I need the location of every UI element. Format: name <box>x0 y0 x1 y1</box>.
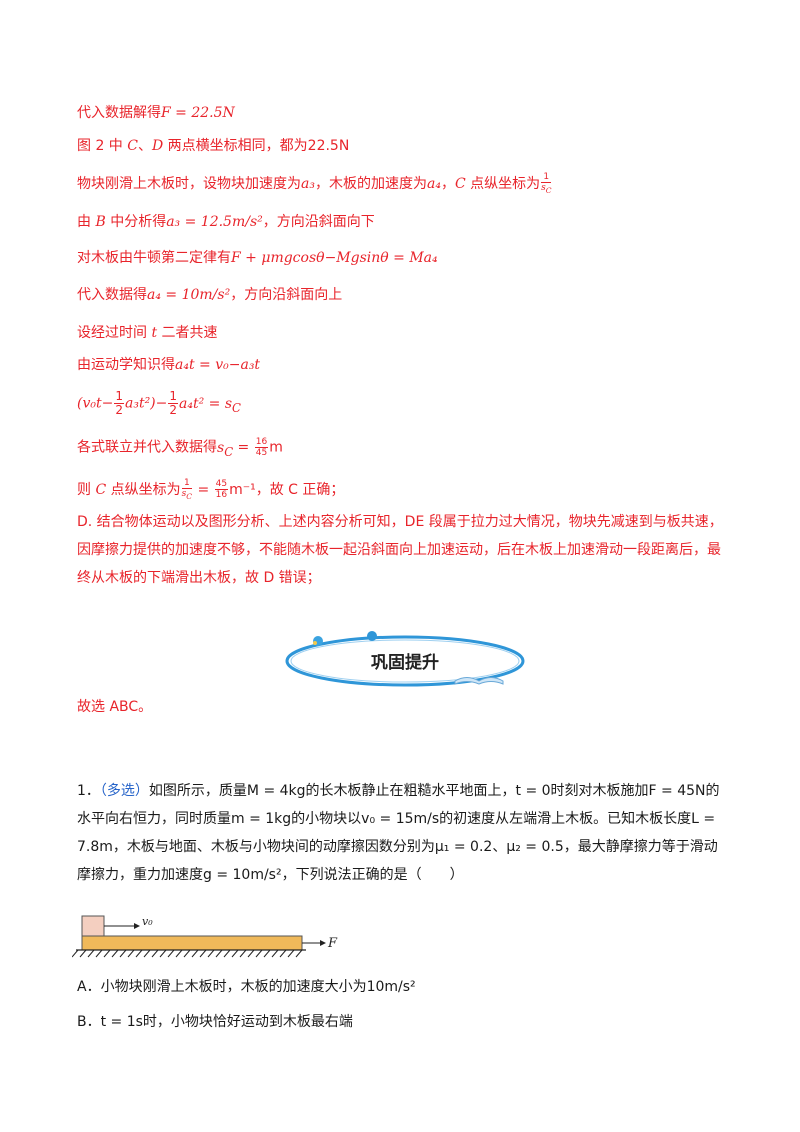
solution-option-d: D. 结合物体运动以及图形分析、上述内容分析可知，DE 段属于拉力过大情况，物块… <box>77 514 723 586</box>
long-board <box>81 935 303 951</box>
v0-label: v₀ <box>142 915 153 928</box>
option-a: A．小物块刚滑上木板时，木板的加速度大小为10m/s² <box>77 979 416 995</box>
solution-line-5: 对木板由牛顿第二定律有F + μmgcosθ−Mgsinθ = Ma₄ <box>77 250 438 266</box>
solution-line-7: 设经过时间 t 二者共速 <box>77 325 218 341</box>
question-stem: 1．（多选）如图所示，质量M = 4kg的长木板静止在粗糙水平地面上，t = 0… <box>77 783 720 883</box>
small-block <box>81 915 105 937</box>
solution-line-2: 图 2 中 C、D 两点横坐标相同，都为22.5N <box>77 138 350 154</box>
solution-line-6: 代入数据得a₄ = 10m/s²，方向沿斜面向上 <box>77 287 343 303</box>
solution-line-4: 由 B 中分析得a₃ = 12.5m/s²，方向沿斜面向下 <box>77 214 375 230</box>
multi-select-tag: （多选） <box>99 783 149 799</box>
solution-line-8: 由运动学知识得a₄t = v₀−a₃t <box>77 357 261 373</box>
force-label: F <box>327 936 338 951</box>
solution-line-1: 代入数据解得F = 22.5N <box>77 105 235 121</box>
option-b: B．t = 1s时，小物块恰好运动到木板最右端 <box>77 1014 353 1030</box>
question-number: 1． <box>77 783 100 799</box>
section-banner: 巩固提升 <box>280 630 530 690</box>
ring-graphic <box>285 631 525 687</box>
board-figure: v₀ F <box>71 915 338 958</box>
banner-title: 巩固提升 <box>371 653 439 673</box>
board-diagram: v₀ F <box>71 912 342 962</box>
answer-line: 故选 ABC。 <box>77 699 153 715</box>
